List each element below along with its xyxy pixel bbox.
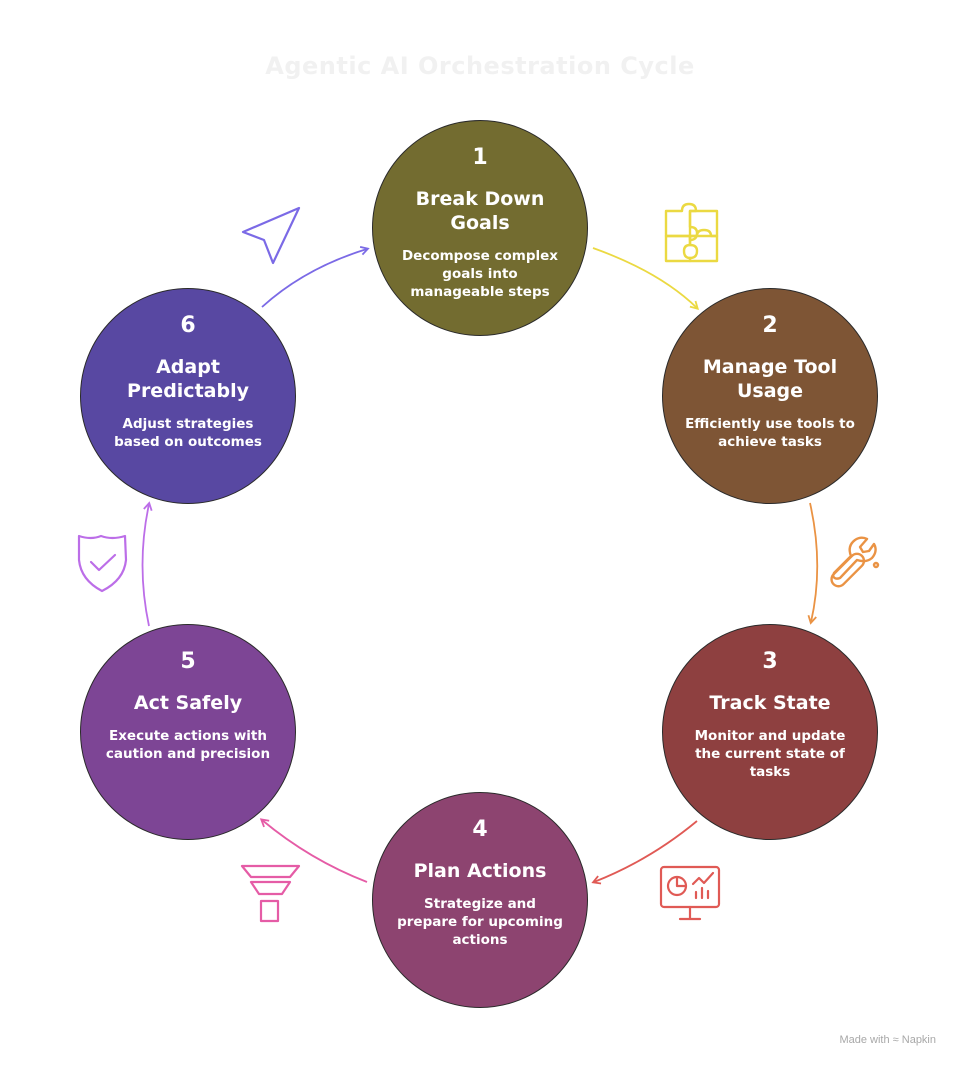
step-heading: Track State [709, 692, 831, 714]
step-description: Adjust strategies based on outcomes [114, 416, 262, 450]
tools-icon [830, 536, 880, 588]
step-description: Strategize and prepare for upcoming acti… [397, 896, 563, 948]
step-node-2: 2 Manage Tool Usage Efficiently use tool… [662, 288, 878, 504]
step-node-4: 4 Plan Actions Strategize and prepare fo… [372, 792, 588, 1008]
arrow-6-to-1 [261, 246, 370, 308]
arrow-1-to-2 [592, 247, 700, 310]
step-number: 5 [180, 649, 196, 674]
puzzle-icon [664, 202, 719, 263]
navigation-arrow-icon [241, 206, 301, 265]
monitor-chart-icon [659, 865, 721, 921]
step-node-3: 3 Track State Monitor and update the cur… [662, 624, 878, 840]
step-heading: Break Down Goals [415, 188, 545, 234]
step-node-5: 5 Act Safely Execute actions with cautio… [80, 624, 296, 840]
arrow-5-to-6 [141, 501, 153, 627]
step-number: 2 [762, 313, 778, 338]
arrow-4-to-5 [259, 818, 368, 883]
step-description: Monitor and update the current state of … [694, 728, 846, 780]
step-heading: Adapt Predictably [127, 356, 249, 402]
step-heading: Act Safely [133, 692, 243, 714]
step-number: 1 [472, 145, 488, 170]
napkin-watermark: Made with ≈ Napkin [839, 1034, 936, 1046]
step-number: 4 [472, 817, 488, 842]
step-description: Decompose complex goals into manageable … [401, 248, 559, 300]
diagram-title: Agentic AI Orchestration Cycle [265, 52, 695, 80]
step-heading: Manage Tool Usage [702, 356, 838, 402]
step-number: 3 [762, 649, 778, 674]
funnel-icon [240, 864, 301, 923]
step-description: Execute actions with caution and precisi… [105, 728, 271, 762]
step-number: 6 [180, 313, 196, 338]
shield-check-icon [77, 534, 128, 593]
arrow-3-to-4 [591, 820, 698, 885]
arrow-2-to-3 [807, 502, 819, 625]
step-node-6: 6 Adapt Predictably Adjust strategies ba… [80, 288, 296, 504]
step-node-1: 1 Break Down Goals Decompose complex goa… [372, 120, 588, 336]
step-heading: Plan Actions [413, 860, 547, 882]
step-description: Efficiently use tools to achieve tasks [685, 416, 855, 450]
